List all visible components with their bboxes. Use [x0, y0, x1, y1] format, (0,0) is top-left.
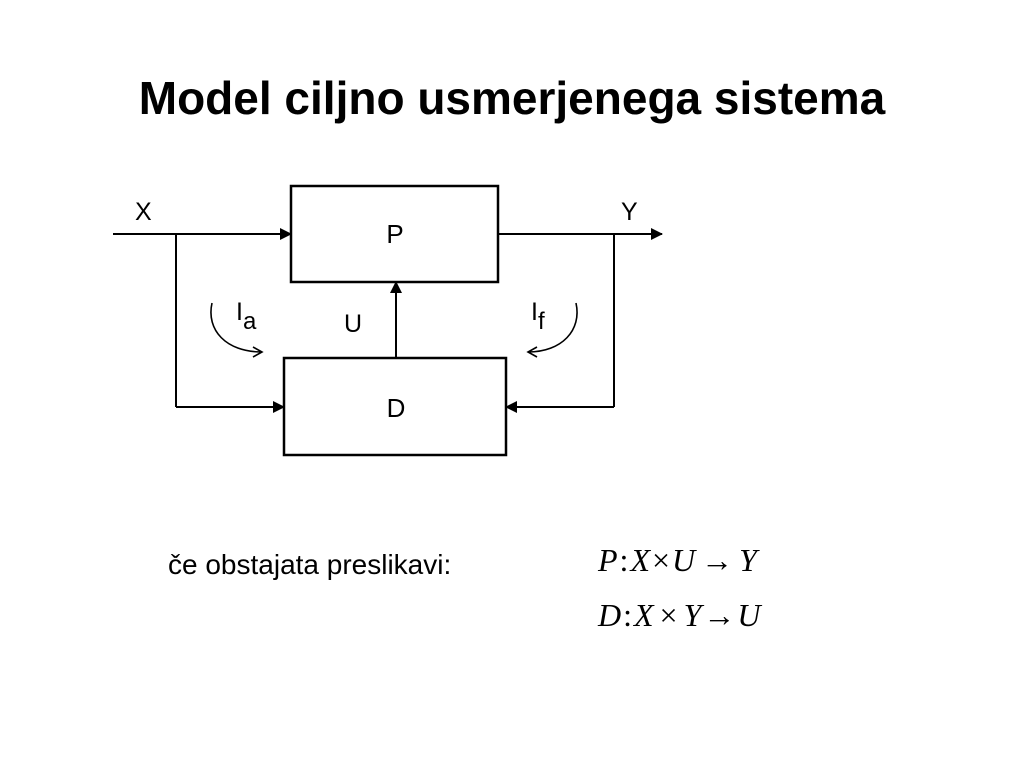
formula-d-colon: :	[623, 597, 632, 633]
info-a-curve	[210, 302, 264, 358]
decision-block-label: D	[387, 393, 406, 423]
formula-d-lhs: D	[598, 597, 622, 633]
formula-p-a: X	[630, 542, 650, 578]
slide-title: Model ciljno usmerjenega sistema	[138, 72, 886, 124]
condition-text: če obstajata preslikavi:	[168, 549, 452, 580]
formula-p-times: ×	[651, 542, 671, 578]
formula-d-arrow: →	[703, 597, 736, 633]
control-label: U	[344, 310, 362, 338]
formula-d-b: Y	[683, 597, 702, 633]
formula-d-times: ×	[659, 597, 678, 633]
input-label: X	[135, 198, 152, 226]
formula-d-rhs: U	[737, 597, 761, 633]
process-block	[289, 184, 500, 284]
formula-d: D:X×Y→U	[598, 597, 761, 633]
info-f-curve	[526, 302, 578, 358]
formula-p-b: U	[672, 542, 696, 578]
info-a-label: Ia	[236, 298, 257, 335]
formula-p-rhs: Y	[739, 542, 757, 578]
formula-p: P:X×U→Y	[598, 542, 757, 578]
formula-d-a: X	[634, 597, 654, 633]
formula-p-colon: :	[619, 542, 629, 578]
formula-p-lhs: P	[598, 542, 618, 578]
process-block-label: P	[386, 219, 403, 249]
output-label: Y	[621, 198, 638, 226]
info-f-label: If	[531, 298, 545, 335]
formula-p-arrow: →	[701, 542, 734, 578]
